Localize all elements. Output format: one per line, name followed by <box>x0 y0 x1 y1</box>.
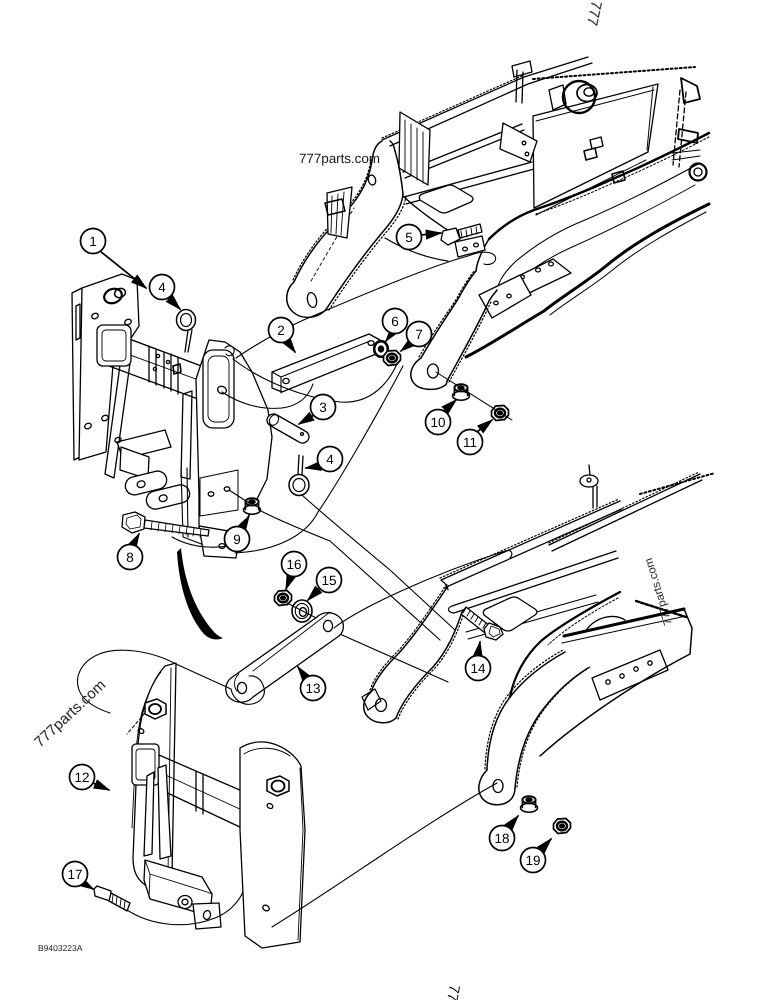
svg-text:7: 7 <box>415 327 423 342</box>
svg-text:19: 19 <box>525 853 540 868</box>
svg-text:17: 17 <box>67 867 82 882</box>
svg-text:2: 2 <box>277 323 285 338</box>
svg-text:10: 10 <box>430 415 445 430</box>
svg-text:B9403223A: B9403223A <box>38 943 83 953</box>
svg-text:16: 16 <box>286 557 301 572</box>
svg-text:6: 6 <box>391 314 399 329</box>
svg-text:3: 3 <box>319 400 327 415</box>
svg-text:777: 777 <box>583 0 605 27</box>
svg-text:1: 1 <box>89 234 97 249</box>
svg-text:777parts.com: 777parts.com <box>31 677 109 751</box>
svg-text:777p: 777p <box>440 983 463 1000</box>
svg-text:15: 15 <box>321 573 336 588</box>
svg-text:4: 4 <box>158 280 166 295</box>
svg-text:777parts.com: 777parts.com <box>299 151 380 166</box>
svg-text:5: 5 <box>405 230 413 245</box>
svg-text:18: 18 <box>494 831 509 846</box>
svg-text:14: 14 <box>470 661 486 676</box>
svg-text:9: 9 <box>233 532 241 547</box>
svg-text:4: 4 <box>326 452 334 467</box>
svg-text:12: 12 <box>74 770 89 785</box>
svg-text:8: 8 <box>126 550 134 565</box>
svg-text:13: 13 <box>305 681 320 696</box>
svg-text:11: 11 <box>463 435 477 450</box>
